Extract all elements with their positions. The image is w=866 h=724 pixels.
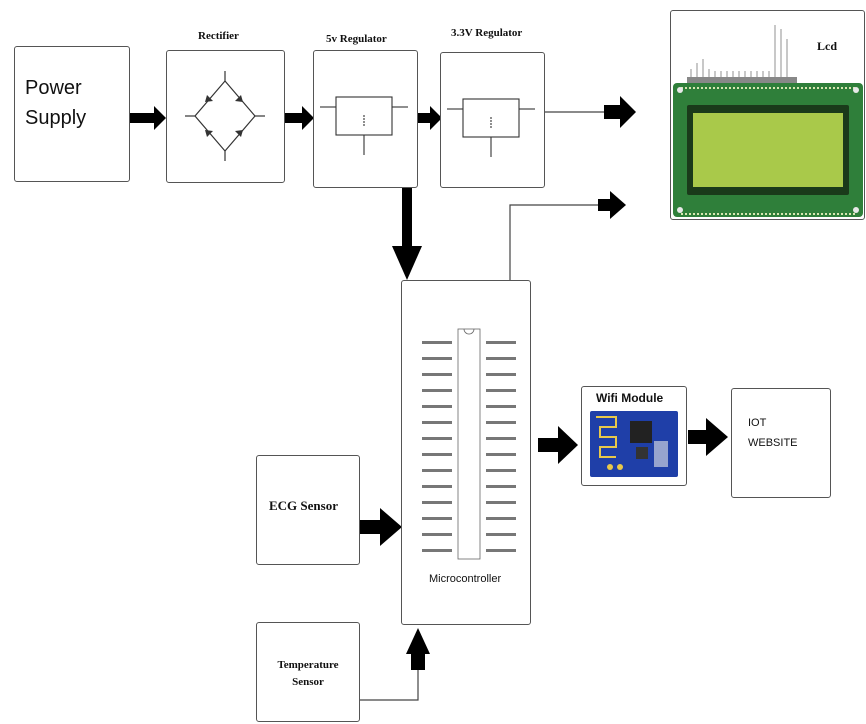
lcd-bezel	[687, 105, 849, 195]
lcd-pin-header-icon	[687, 25, 797, 83]
arrow-wifi-to-iot	[688, 418, 728, 456]
wifi-module-label: Wifi Module	[596, 391, 664, 405]
lcd-block: Lcd	[670, 10, 865, 220]
esp8266-board-icon	[590, 411, 678, 477]
antenna-trace-icon	[596, 416, 668, 470]
regulator-3v3-block	[440, 52, 545, 188]
temperature-sensor-label: Temperature Sensor	[277, 659, 339, 688]
lcd-module-icon	[673, 83, 863, 217]
lcd-label: Lcd	[817, 39, 838, 53]
arrow-rectifier-to-5v	[285, 106, 314, 130]
regulator-5v-icon	[320, 96, 408, 155]
arrow-temp-to-mcu	[406, 628, 430, 670]
rectifier-label: Rectifier	[198, 30, 239, 42]
arrow-to-lcd-bottom	[598, 191, 626, 219]
arrow-5v-to-mcu	[392, 188, 422, 280]
lcd-hole-bl	[677, 207, 683, 213]
arrow-to-lcd-top	[604, 96, 636, 128]
arrow-5v-to-3v3	[418, 106, 442, 130]
lcd-pins-top	[681, 87, 855, 95]
microcontroller-block: Microcontroller	[401, 280, 531, 625]
line-mcu-to-lcd	[509, 204, 600, 280]
wifi-module-block: Wifi Module	[581, 386, 687, 486]
lcd-hole-tl	[677, 87, 683, 93]
temperature-sensor-block: Temperature Sensor	[256, 622, 360, 722]
lcd-hole-br	[853, 207, 859, 213]
microcontroller-label: Microcontroller	[429, 573, 502, 585]
arrow-ecg-to-mcu	[360, 508, 402, 546]
line-temp-to-mcu	[360, 668, 419, 701]
lcd-pins-bottom	[681, 209, 855, 215]
bridge-rectifier-icon	[185, 71, 265, 161]
lcd-screen	[693, 113, 843, 187]
ecg-sensor-label: ECG Sensor	[269, 498, 338, 513]
microcontroller-chip-icon	[422, 328, 516, 560]
regulator-3v3-label: 3.3V Regulator	[451, 27, 523, 39]
arrow-mcu-to-wifi	[538, 426, 578, 464]
lcd-hole-tr	[853, 87, 859, 93]
iot-website-block: IOT WEBSITE	[731, 388, 831, 498]
arrow-power-to-rectifier	[130, 106, 166, 130]
rectifier-block	[166, 50, 285, 183]
iot-website-label: IOT WEBSITE	[748, 417, 798, 449]
ecg-sensor-block: ECG Sensor	[256, 455, 360, 565]
regulator-5v-block	[313, 50, 418, 188]
power-supply-block: Power Supply	[14, 46, 130, 182]
power-supply-label: Power Supply	[25, 77, 87, 129]
regulator-5v-label: 5v Regulator	[326, 33, 387, 45]
regulator-3v3-icon	[447, 98, 535, 157]
